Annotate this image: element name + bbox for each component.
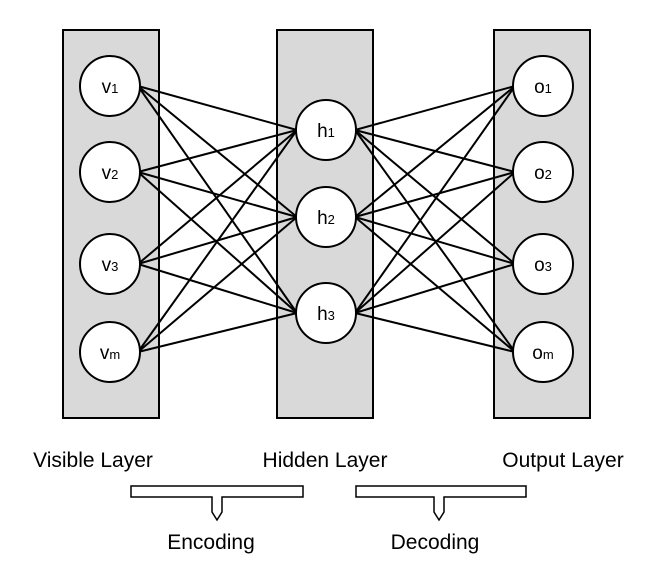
output-node-o3: o3 [512,233,574,295]
node-circle [295,186,357,248]
node-label-base: v [102,255,112,276]
hidden-layer-label: Hidden Layer [263,449,388,472]
node-label: om [532,343,553,364]
edge-visible-1-hidden-3 [137,85,298,314]
node-label-base: o [534,163,545,184]
node-circle [512,321,574,383]
edge-hidden-3-output-4 [354,312,516,353]
edge-visible-4-hidden-2 [137,216,298,353]
visible-node-vm: vm [79,321,141,383]
node-label: h2 [317,208,335,229]
node-circle [512,55,574,117]
node-circle [79,55,141,117]
output-node-o1: o1 [512,55,574,117]
node-label: h1 [317,121,335,142]
node-label-base: v [102,77,112,98]
node-label-base: h [317,208,328,229]
output-node-om: om [512,321,574,383]
node-circle [295,99,357,161]
node-label-base: o [534,255,545,276]
connection-edges [137,85,516,353]
node-label: v1 [102,77,119,98]
edge-hidden-2-output-2 [354,171,516,218]
edge-hidden-1-output-1 [354,85,516,131]
node-label-subscript: m [109,347,120,362]
encoding-label: Encoding [167,531,255,554]
node-label-base: h [317,121,328,142]
node-label: v2 [102,163,119,184]
edge-visible-1-hidden-1 [137,85,298,131]
edge-hidden-3-output-2 [354,171,516,314]
edge-visible-4-hidden-1 [137,129,298,353]
edge-hidden-3-output-1 [354,85,516,314]
node-label: h3 [317,304,335,325]
edge-hidden-2-output-3 [354,216,516,265]
node-label-subscript: 1 [545,81,552,96]
decoding-bracket [355,485,527,522]
node-label-base: h [317,304,328,325]
edge-hidden-2-output-4 [354,216,516,353]
edge-visible-2-hidden-2 [137,171,298,218]
visible-node-v1: v1 [79,55,141,117]
node-label: o3 [534,255,552,276]
node-label-subscript: 3 [328,308,335,323]
hidden-node-h2: h2 [295,186,357,248]
node-label-subscript: 1 [328,125,335,140]
node-circle [79,141,141,203]
output-node-o2: o2 [512,141,574,203]
node-label-subscript: 1 [111,81,118,96]
edge-visible-3-hidden-3 [137,263,298,314]
encoding-bracket [130,485,304,522]
output-layer-label: Output Layer [502,449,623,472]
visible-node-v3: v3 [79,233,141,295]
edge-hidden-1-output-3 [354,129,516,265]
node-label-subscript: 2 [328,212,335,227]
hidden-node-h3: h3 [295,282,357,344]
node-label-subscript: 3 [545,259,552,274]
node-label-base: v [102,163,112,184]
node-label-base: o [534,77,545,98]
node-label: o1 [534,77,552,98]
node-label-base: o [532,343,543,364]
edge-visible-3-hidden-1 [137,129,298,265]
edge-hidden-2-output-1 [354,85,516,218]
edge-visible-2-hidden-1 [137,129,298,173]
node-circle [512,233,574,295]
node-label-base: v [100,343,110,364]
node-label-subscript: m [543,347,554,362]
edge-visible-4-hidden-3 [137,312,298,353]
visible-layer-label: Visible Layer [33,449,153,472]
node-label-subscript: 2 [111,167,118,182]
node-circle [512,141,574,203]
node-circle [295,282,357,344]
node-label: vm [100,343,120,364]
hidden-node-h1: h1 [295,99,357,161]
node-circle [79,321,141,383]
node-label-subscript: 2 [545,167,552,182]
node-label: o2 [534,163,552,184]
decoding-label: Decoding [391,531,480,554]
edge-hidden-3-output-3 [354,263,516,314]
node-circle [79,233,141,295]
node-label-subscript: 3 [111,259,118,274]
node-label: v3 [102,255,119,276]
visible-node-v2: v2 [79,141,141,203]
